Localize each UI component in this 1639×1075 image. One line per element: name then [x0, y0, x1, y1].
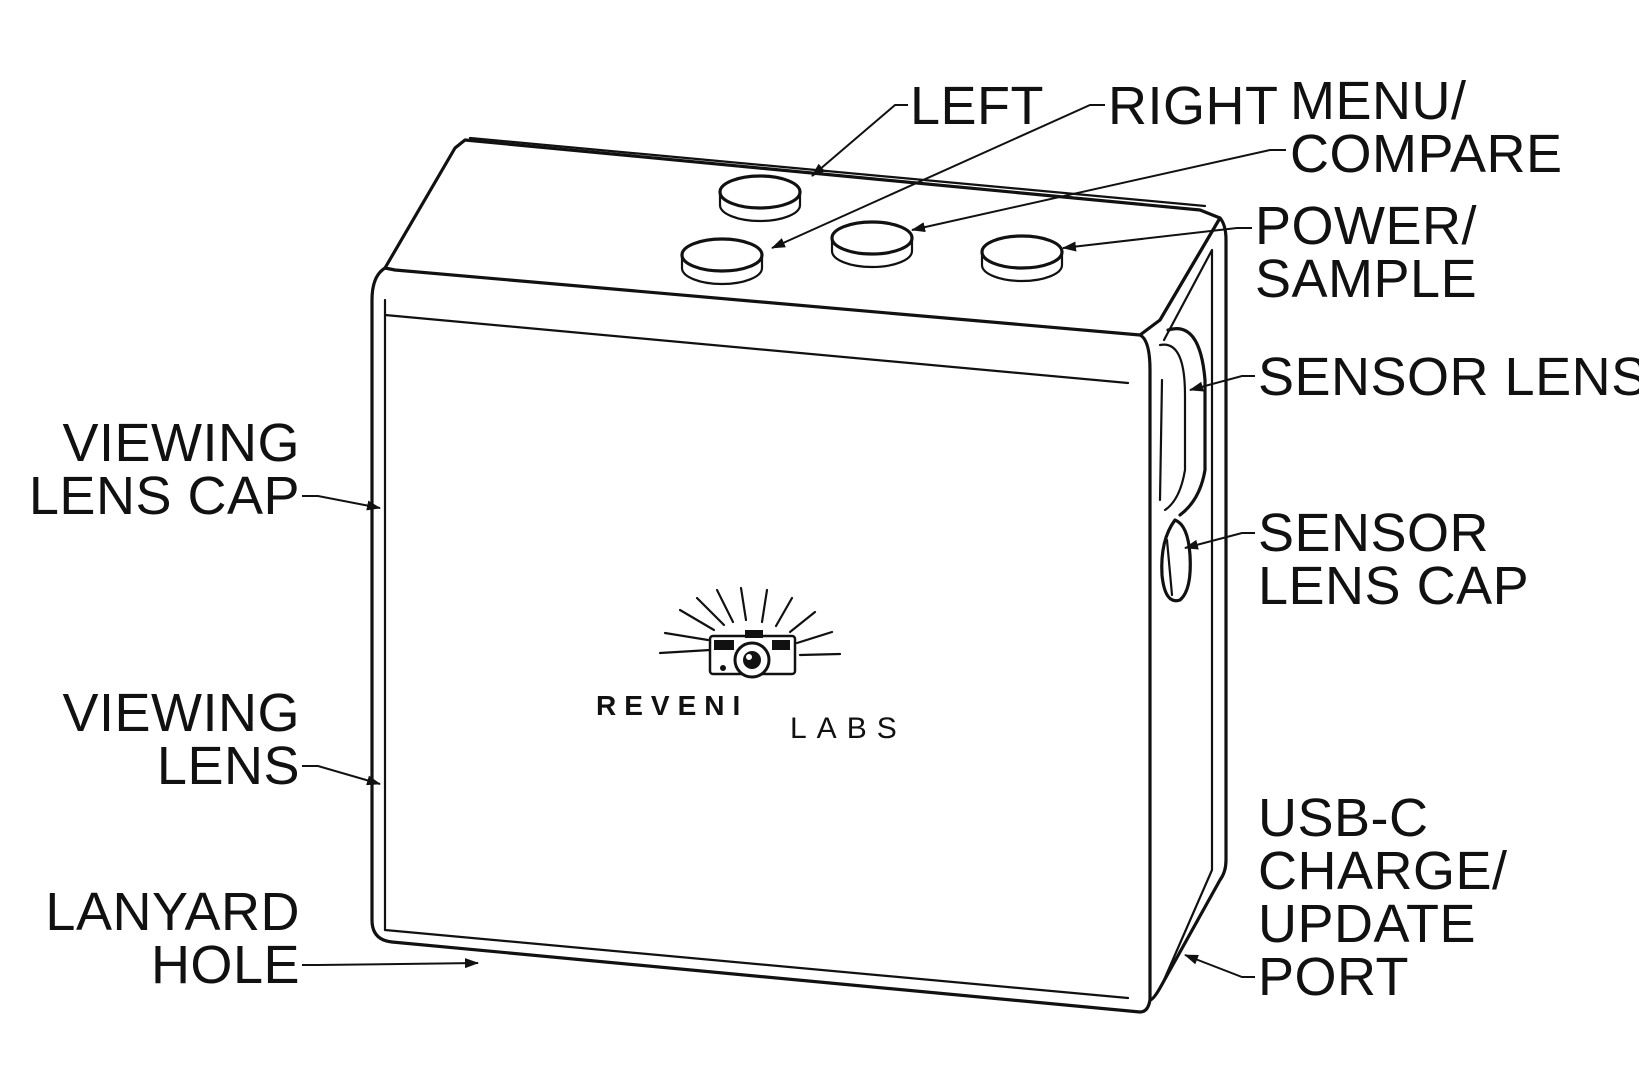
- callout-left-line1: LEFT: [910, 76, 1044, 136]
- leader-left: [811, 104, 908, 177]
- sensor-lens-cap: [1160, 518, 1192, 603]
- brand-logo: REVENI LABS: [596, 586, 907, 745]
- callout-viewing-lens-line2: LENS: [157, 736, 300, 796]
- callout-right-line1: RIGHT: [1108, 76, 1279, 136]
- button-right[interactable]: [680, 237, 764, 286]
- callout-viewing-lens-line1: VIEWING: [62, 683, 300, 743]
- sensor-lens: [1158, 327, 1207, 517]
- leader-viewing-lens: [302, 765, 381, 786]
- callout-usb-c-port-line2: CHARGE/: [1258, 841, 1508, 901]
- callout-menu-compare-line2: COMPARE: [1290, 124, 1563, 184]
- sunburst-rays-icon: [658, 586, 842, 657]
- callout-menu-compare: MENU/ COMPARE: [1290, 71, 1563, 184]
- leader-power-sample: [1062, 227, 1252, 252]
- logo-brand-light: LABS: [790, 712, 907, 745]
- callout-usb-c-port-line3: UPDATE: [1258, 894, 1476, 954]
- button-left[interactable]: [718, 174, 802, 223]
- callout-power-sample-line2: SAMPLE: [1255, 249, 1477, 309]
- button-menu-compare[interactable]: [830, 220, 914, 269]
- logo-brand-bold: REVENI: [596, 690, 748, 721]
- callout-lanyard-hole-line1: LANYARD: [45, 882, 300, 942]
- button-power-sample[interactable]: [980, 234, 1064, 283]
- callout-viewing-lens-cap-line2: LENS CAP: [29, 466, 300, 526]
- callout-left: LEFT: [910, 76, 1044, 136]
- callout-power-sample: POWER/ SAMPLE: [1255, 196, 1477, 309]
- device-body: [370, 136, 1228, 1014]
- callout-menu-compare-line1: MENU/: [1290, 71, 1467, 131]
- leader-viewing-lens-cap: [302, 495, 381, 511]
- callout-sensor-lens-cap: SENSOR LENS CAP: [1258, 503, 1529, 616]
- callout-sensor-lens-cap-line2: LENS CAP: [1258, 556, 1529, 616]
- callout-lanyard-hole: LANYARD HOLE: [45, 882, 300, 995]
- leader-lanyard-hole: [302, 958, 479, 969]
- callout-power-sample-line1: POWER/: [1255, 196, 1477, 256]
- leader-lines: [302, 104, 1286, 978]
- callout-viewing-lens-cap: VIEWING LENS CAP: [29, 413, 300, 526]
- callout-usb-c-port-line4: PORT: [1258, 947, 1409, 1007]
- leader-right: [771, 104, 1105, 249]
- leader-sensor-lens: [1189, 375, 1255, 392]
- leader-usb-c-port: [1184, 954, 1255, 978]
- callout-sensor-lens: SENSOR LENS: [1258, 347, 1639, 407]
- callout-sensor-lens-cap-line1: SENSOR: [1258, 503, 1489, 563]
- callout-viewing-lens-cap-line1: VIEWING: [62, 413, 300, 473]
- callout-lanyard-hole-line2: HOLE: [151, 935, 300, 995]
- callout-viewing-lens: VIEWING LENS: [62, 683, 300, 796]
- callout-sensor-lens-line1: SENSOR LENS: [1258, 347, 1639, 407]
- camera-logo-icon: [708, 630, 797, 679]
- leader-menu-compare: [911, 149, 1286, 233]
- callout-usb-c-port: USB-C CHARGE/ UPDATE PORT: [1258, 788, 1508, 1007]
- callout-usb-c-port-line1: USB-C: [1258, 788, 1429, 848]
- leader-sensor-lens-cap: [1184, 532, 1255, 550]
- callout-right: RIGHT: [1108, 76, 1279, 136]
